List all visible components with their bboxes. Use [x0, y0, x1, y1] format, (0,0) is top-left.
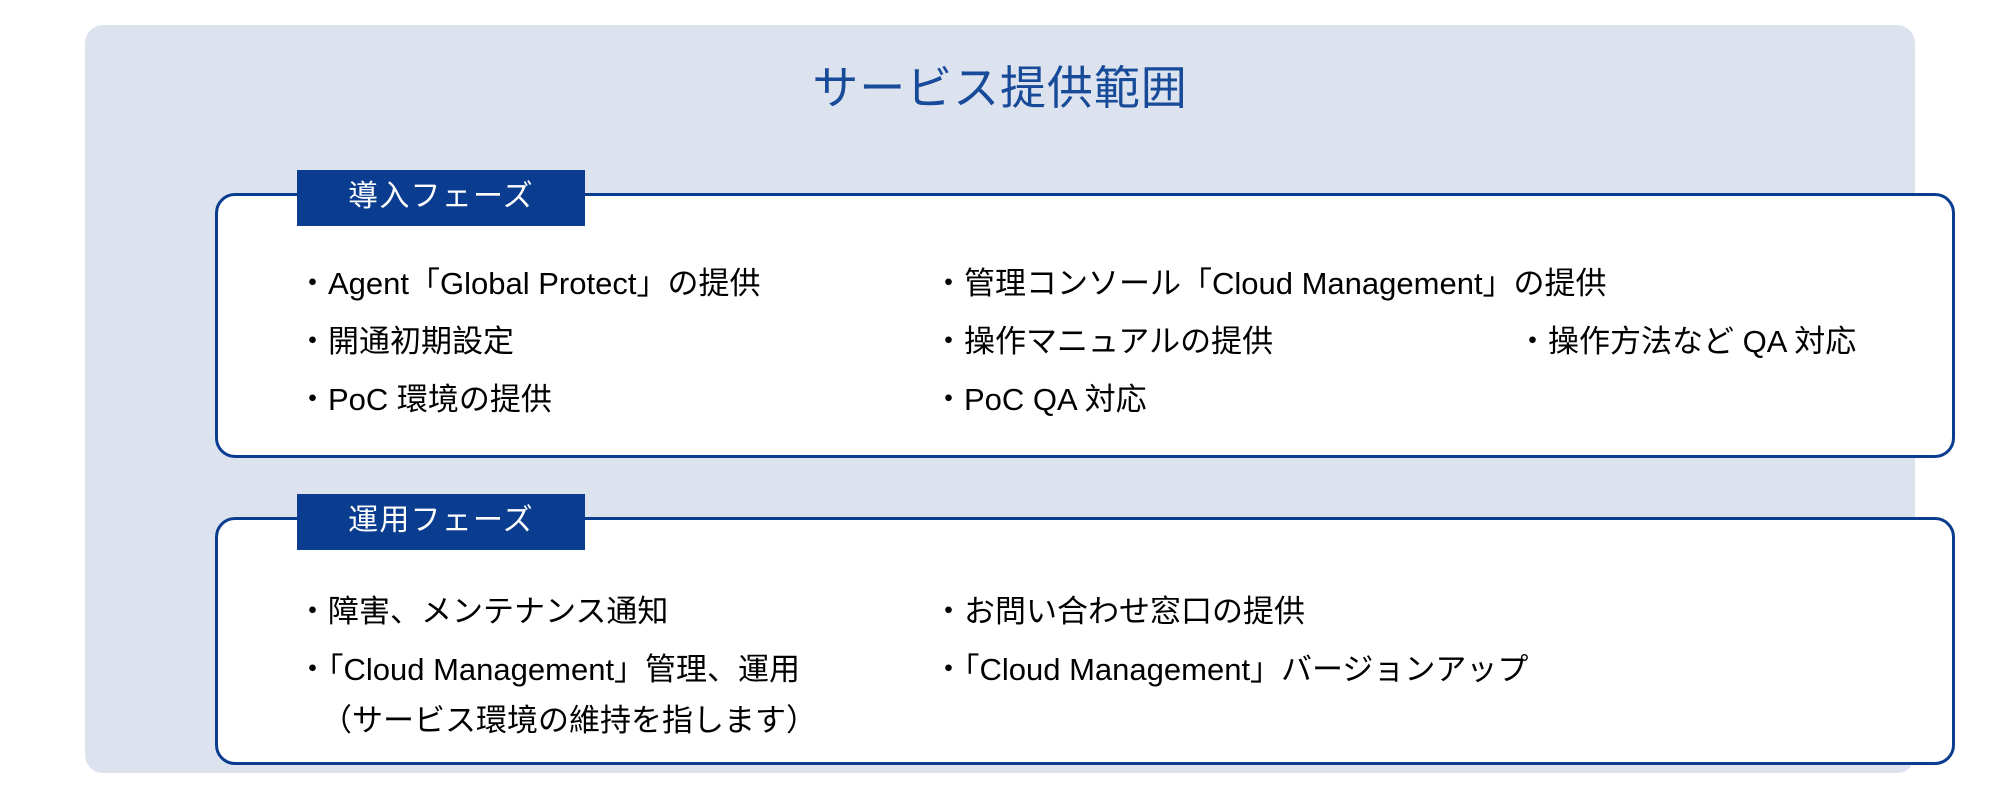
page-title: サービス提供範囲 — [812, 62, 1188, 114]
service-scope-panel: サービス提供範囲 導入フェーズ ・Agent「Global Protect」の提… — [85, 25, 1955, 773]
list-item: ・PoC 環境の提供 — [297, 382, 552, 417]
list-item-text: ・「Cloud Management」管理、運用 — [297, 652, 801, 687]
operation-phase-column-2: ・お問い合わせ窓口の提供 ・「Cloud Management」バージョンアップ — [933, 596, 1528, 685]
list-item: ・Agent「Global Protect」の提供 — [297, 266, 761, 301]
introduction-phase-badge: 導入フェーズ — [297, 170, 585, 226]
list-item: ・PoC QA 対応 — [933, 382, 1147, 417]
operation-phase-column-1: ・障害、メンテナンス通知 ・「Cloud Management」管理、運用 （サ… — [297, 596, 817, 736]
list-item: ・お問い合わせ窓口の提供 — [933, 594, 1305, 629]
introduction-phase-box — [215, 193, 1955, 458]
list-item: ・「Cloud Management」管理、運用 （サービス環境の維持を指します… — [297, 654, 817, 736]
list-item-subtext: （サービス環境の維持を指します） — [321, 703, 817, 738]
list-item: ・障害、メンテナンス通知 — [297, 594, 669, 629]
operation-phase-badge: 運用フェーズ — [297, 494, 585, 550]
operation-phase-box — [215, 517, 1955, 765]
introduction-phase-column-1: ・Agent「Global Protect」の提供 ・開通初期設定 ・PoC 環… — [297, 268, 760, 415]
list-item: ・操作マニュアルの提供 — [933, 324, 1274, 359]
list-item: ・「Cloud Management」バージョンアップ — [933, 652, 1529, 687]
list-item: ・開通初期設定 — [297, 324, 514, 359]
list-item: ・管理コンソール「Cloud Management」の提供 — [933, 266, 1607, 301]
list-item: ・操作方法など QA 対応 — [1517, 324, 1857, 359]
introduction-phase-column-3: ・操作方法など QA 対応 — [1517, 326, 1856, 357]
introduction-phase-column-2: ・管理コンソール「Cloud Management」の提供 ・操作マニュアルの提… — [933, 268, 1607, 415]
